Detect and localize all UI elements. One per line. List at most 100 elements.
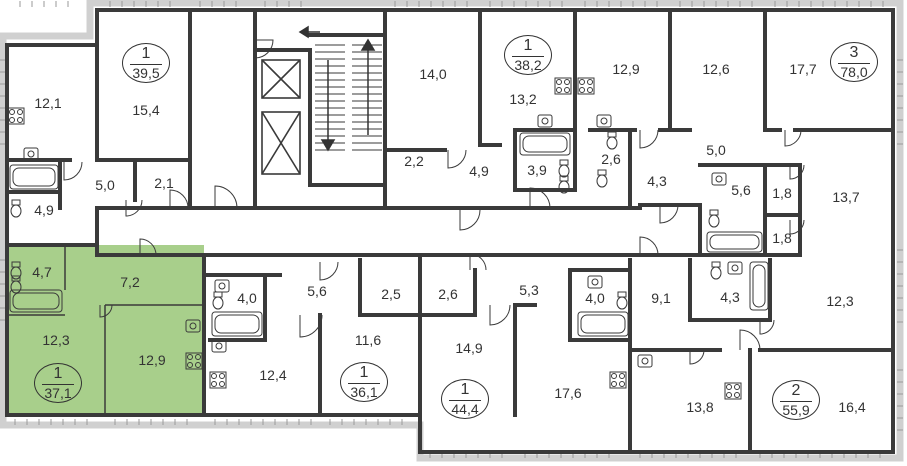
apartment-rooms: 1 <box>359 364 369 381</box>
door-swing <box>254 39 274 59</box>
stove-burner <box>611 373 617 379</box>
room-area-label: 12,1 <box>34 95 62 111</box>
sink <box>185 319 201 333</box>
stair-treads <box>315 44 382 151</box>
toilet-bowl <box>10 204 22 218</box>
apartment-badge: 1 44,4 <box>441 379 489 419</box>
bathtub <box>706 231 763 253</box>
door-swing <box>789 164 805 180</box>
toilet-bowl <box>10 280 22 294</box>
toilet-bowl <box>710 266 722 280</box>
bathtub <box>519 132 571 156</box>
room-area-label: 12,4 <box>259 367 287 383</box>
room-area-label: 14,0 <box>419 66 447 82</box>
bathtub-basin <box>580 314 626 334</box>
room-area-label: 12,9 <box>612 61 640 77</box>
door-swing <box>169 189 189 209</box>
sink <box>711 172 727 186</box>
sink-drain <box>27 150 35 158</box>
room-area-label: 1,8 <box>772 230 792 246</box>
stove-burner <box>564 87 570 93</box>
door-swing <box>659 204 679 224</box>
stove-burner <box>9 117 15 123</box>
sink <box>596 114 612 128</box>
room-area-label: 13,7 <box>832 189 860 205</box>
bathtub-basin <box>752 264 766 308</box>
room-area-label: 4,9 <box>469 163 489 179</box>
badge-divider <box>449 400 481 401</box>
sink-drain <box>541 117 549 125</box>
sink <box>637 354 653 368</box>
bathtub-basin <box>12 167 56 187</box>
apartment-area: 39,5 <box>132 65 160 81</box>
door-swing <box>639 236 659 256</box>
interior-walls <box>5 8 895 454</box>
sink <box>537 114 553 128</box>
door-swing <box>139 238 157 256</box>
elevator-shafts <box>261 59 301 175</box>
door-swing <box>489 304 511 326</box>
stove-burner <box>579 79 585 85</box>
badge-divider <box>838 63 870 64</box>
toilet-tank <box>213 291 223 298</box>
bathtub-basin <box>12 292 60 310</box>
room-area-label: 5,0 <box>706 142 726 158</box>
sink-drain <box>215 342 223 350</box>
room-area-label: 12,3 <box>826 293 854 309</box>
stove-burner <box>211 373 217 379</box>
stove-burner <box>195 354 201 360</box>
badge-divider <box>512 56 544 57</box>
room-area-label: 17,6 <box>554 385 582 401</box>
door-swing <box>689 349 705 365</box>
toilet-bowl <box>212 296 224 310</box>
room-area-label: 13,2 <box>509 91 537 107</box>
door-swings <box>63 39 805 365</box>
door-swing <box>447 149 467 169</box>
stove-burner <box>187 354 193 360</box>
door-swing <box>299 314 323 338</box>
sink-drain <box>591 278 599 286</box>
stove <box>7 107 25 125</box>
apartment-rooms: 1 <box>523 37 533 54</box>
stove-burner <box>195 362 201 368</box>
room-area-label: 4,0 <box>237 290 257 306</box>
room-area-label: 7,2 <box>120 274 140 290</box>
room-area-label: 2,2 <box>404 153 424 169</box>
bathtub <box>211 311 263 337</box>
door-swing <box>319 261 339 281</box>
room-area-label: 12,3 <box>42 332 70 348</box>
stove <box>609 371 627 389</box>
bathtub <box>9 164 59 190</box>
toilet-tank <box>617 291 627 298</box>
room-area-label: 2,6 <box>438 286 458 302</box>
apartment-badge: 3 78,0 <box>830 42 878 82</box>
badge-divider <box>780 401 812 402</box>
toilet-tank <box>597 169 607 176</box>
sink <box>587 275 603 289</box>
door-swing <box>125 199 143 217</box>
door-swing <box>459 209 481 231</box>
stove-burner <box>611 381 617 387</box>
room-area-label: 15,4 <box>132 102 160 118</box>
door-swing <box>789 219 805 235</box>
room-area-label: 4,3 <box>647 173 667 189</box>
stove-burner <box>587 87 593 93</box>
stove-burner <box>579 87 585 93</box>
door-swing <box>99 304 113 318</box>
bathtub-basin <box>214 314 260 334</box>
stove <box>554 77 572 95</box>
badge-divider <box>42 384 74 385</box>
stair-arrows <box>298 25 376 152</box>
toilet-bowl <box>558 180 570 194</box>
bathtub <box>749 261 769 311</box>
sink-drain <box>715 175 723 183</box>
room-area-label: 17,7 <box>789 61 817 77</box>
stove-burner <box>211 381 217 387</box>
room-area-label: 2,6 <box>601 151 621 167</box>
room-area-label: 16,4 <box>838 399 866 415</box>
apartment-area: 37,1 <box>44 385 72 401</box>
toilet-bowl <box>616 296 628 310</box>
toilet-bowl <box>10 266 22 280</box>
room-area-label: 5,3 <box>519 282 539 298</box>
